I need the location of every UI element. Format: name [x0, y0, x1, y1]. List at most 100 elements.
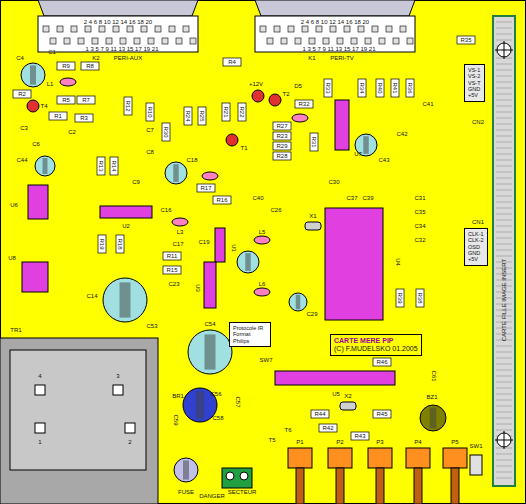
node-text: CLK-1: [468, 231, 484, 237]
part-label: CN2: [472, 119, 484, 125]
resistor-symbol: [396, 289, 404, 307]
resistor-symbol: [238, 103, 246, 121]
part-label: C35: [414, 209, 425, 215]
connector-box: VS-1VS-2VS-TGND+5V: [464, 64, 485, 102]
part-label: C32: [414, 237, 425, 243]
connector-pin: [496, 214, 512, 215]
connector-pin: [496, 64, 512, 65]
part-label: X2: [344, 393, 351, 399]
part-label: 2 4 6 8 10 12 14 16 18 20: [301, 19, 369, 25]
transistor-symbol: [252, 90, 264, 102]
connector-pin: [496, 406, 512, 407]
pot-shaft: [376, 468, 384, 504]
resistor-symbol: [351, 432, 369, 440]
capacitor-symbol: [165, 162, 187, 184]
part-label: R46: [376, 359, 387, 365]
transistor-symbol: [226, 134, 238, 146]
pin-pad: [393, 38, 399, 44]
transformer-pin: [125, 423, 135, 433]
pin-pad: [50, 38, 56, 44]
part-label: FUSE: [178, 489, 194, 495]
part-label: R16: [216, 197, 227, 203]
resistor-symbol: [324, 79, 332, 97]
part-label: 4: [38, 373, 41, 379]
part-label: C17: [172, 241, 183, 247]
crystal: [340, 402, 356, 410]
part-label: C6: [32, 141, 40, 147]
capacitor-symbol: [21, 63, 45, 87]
terminal-screw: [240, 472, 248, 480]
pin-pad: [43, 26, 49, 32]
pin-pad: [379, 38, 385, 44]
connector-pin: [496, 238, 512, 239]
node-text: VS-1: [468, 67, 481, 73]
connector-pin: [496, 106, 512, 107]
connector-pad-area: [38, 16, 198, 52]
capacitor-symbol: [420, 405, 446, 431]
pin-pad: [372, 26, 378, 32]
part-label: +12V: [249, 81, 263, 87]
node-text: GND: [468, 250, 484, 256]
part-label: R24: [185, 110, 191, 121]
node-text: OSD: [468, 244, 484, 250]
part-label: U4: [395, 258, 401, 266]
node-text: VS-2: [468, 73, 481, 79]
part-label: C14: [86, 293, 97, 299]
part-label: L3: [177, 229, 184, 235]
pin-pad: [190, 38, 196, 44]
node-text: GND: [468, 86, 481, 92]
connector-pin: [496, 352, 512, 353]
part-label: CARTE FILLE IMAGE INSERT: [501, 259, 507, 341]
connector-pin: [496, 394, 512, 395]
part-label: R28: [276, 153, 287, 159]
connector-pin: [496, 136, 512, 137]
pin-pad: [92, 38, 98, 44]
part-label: P3: [376, 439, 383, 445]
pin-pad: [148, 38, 154, 44]
resistor-symbol: [295, 100, 313, 108]
capacitor-symbol: [35, 156, 55, 176]
connector-pin: [496, 70, 512, 71]
coil-symbol: [254, 236, 270, 244]
capacitor-band: [173, 164, 179, 182]
capacitor-band: [43, 158, 48, 174]
part-label: R40: [377, 82, 383, 93]
pin-pad: [386, 26, 392, 32]
connector-pin: [496, 148, 512, 149]
capacitor-symbol: [237, 251, 259, 273]
pin-pad: [99, 26, 105, 32]
mount-cross: [495, 41, 513, 59]
connector-pin: [496, 460, 512, 461]
pin-pad: [330, 26, 336, 32]
connector-pin: [496, 376, 512, 377]
part-label: C23: [168, 281, 179, 287]
connector-pin: [496, 112, 512, 113]
pin-pad: [155, 26, 161, 32]
connector-pin: [496, 244, 512, 245]
potentiometer: [328, 448, 352, 468]
part-label: C57: [235, 396, 241, 407]
connector-pin: [496, 100, 512, 101]
connector-pin: [496, 28, 512, 29]
resistor-symbol: [273, 152, 291, 160]
coil-symbol: [172, 218, 188, 226]
connector-pin: [496, 382, 512, 383]
part-label: R34: [359, 82, 365, 93]
part-label: R9: [62, 63, 70, 69]
ic-package: [275, 371, 395, 385]
part-label: C8: [146, 149, 154, 155]
part-label: U6: [10, 202, 18, 208]
resistor-symbol: [311, 410, 329, 418]
part-label: C56: [210, 391, 221, 397]
resistor-symbol: [162, 123, 170, 141]
pin-pad: [400, 26, 406, 32]
mount-cross: [495, 431, 513, 449]
part-label: R7: [82, 97, 90, 103]
part-label: R36: [407, 82, 413, 93]
part-label: R5: [62, 97, 70, 103]
resistor-symbol: [184, 107, 192, 125]
connector-pin: [496, 124, 512, 125]
connector-pin: [496, 454, 512, 455]
part-label: C37: [346, 195, 357, 201]
